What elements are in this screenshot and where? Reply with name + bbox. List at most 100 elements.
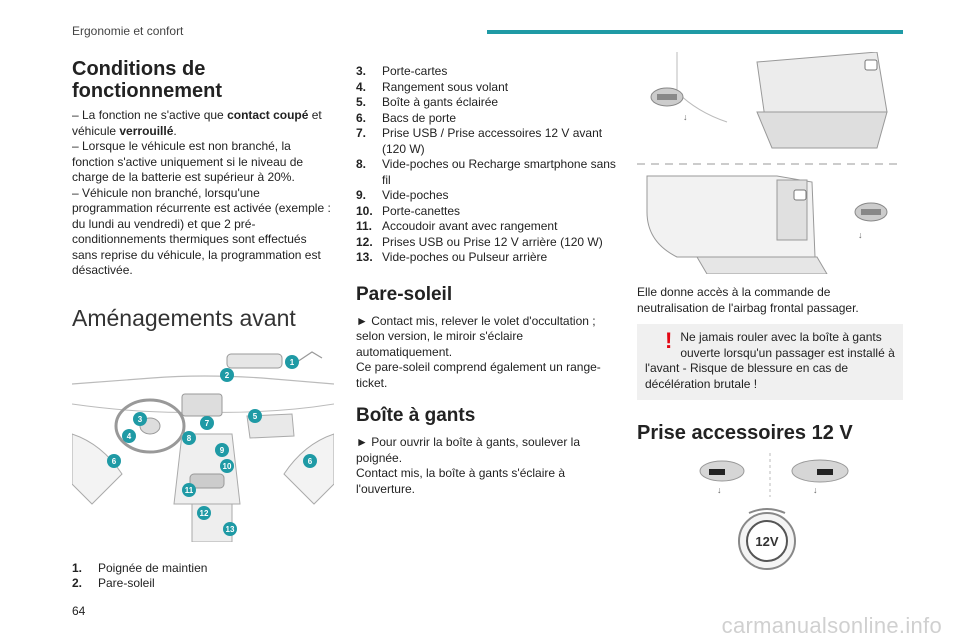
callout-4 (122, 428, 136, 443)
list-item: 8. Vide-poches ou Recharge smartphone san… (356, 157, 618, 188)
prise-title: Prise accessoires 12 V (637, 422, 853, 444)
conditions-p2: – Lorsque le véhicule est non branché, l… (72, 139, 304, 184)
steering-wheel-icon: ↓ (791, 459, 849, 495)
steering-wheel-icon: ↓ (650, 87, 688, 122)
callout-6a (107, 453, 121, 468)
item-label: Vide-poches (382, 188, 449, 202)
item-number: 9. (356, 188, 367, 202)
warning-exclamation-icon: ! (665, 328, 673, 353)
pare-soleil-p1: ► Contact mis, relever le volet d'occult… (356, 313, 596, 359)
boite-gants-p2: Contact mis, la boîte à gants s'éclaire … (356, 466, 566, 496)
list-item: 4. Rangement sous volant (356, 80, 618, 96)
conditions-p3: – Véhicule non branché, lorsqu'une progr… (72, 185, 331, 278)
conditions-p1-text2: et véhicule (72, 108, 322, 138)
item-number: 11. (356, 219, 373, 233)
steering-wheel-icon: ↓ (699, 460, 745, 495)
item-label: Pare-soleil (98, 576, 155, 590)
warning-text: Ne jamais rouler avec la boîte à gants o… (645, 330, 895, 391)
conditions-title: Conditions de fonctionnement (72, 58, 222, 102)
item-number: 13. (356, 250, 373, 264)
item-label: Rangement sous volant (382, 79, 509, 94)
item-label: Vide-poches ou Recharge smartphone sans … (382, 157, 616, 187)
list-item: 11. Accoudoir avant avec rangement (356, 219, 618, 235)
item-label: Porte-cartes (382, 64, 448, 78)
item-label: Vide-poches ou Pulseur arrière (382, 250, 548, 264)
callout-label: 10 (223, 462, 232, 471)
conditions-p1-bold2: verrouillé (119, 123, 174, 138)
item-number: 10. (356, 203, 373, 218)
callout-label: 5 (253, 412, 258, 421)
callout-label: 2 (225, 371, 230, 380)
callout-label: 1 (290, 358, 295, 367)
item-number: 12. (356, 234, 373, 249)
item-number: 6. (356, 110, 367, 125)
front-interior-illustration: 1 2 3 4 5 6 6 7 8 9 10 11 12 13 (71, 350, 335, 542)
callout-13 (223, 521, 237, 536)
callout-label: 6 (112, 457, 117, 466)
list-item: 2. Pare-soleil (72, 576, 334, 592)
header-title: Ergonomie et confort (72, 24, 184, 38)
conditions-p1-bold: contact coupé (227, 108, 309, 122)
amenagements-list-part1: 1.Poignée de maintien 2. Pare-soleil (72, 561, 334, 592)
item-number: 8. (356, 157, 367, 171)
list-item: 7. Prise USB / Prise accessoires 12 V ava… (356, 126, 618, 157)
callout-2 (220, 367, 234, 382)
svg-text:↓: ↓ (813, 485, 818, 495)
callout-label: 6 (308, 457, 313, 466)
page-number: 64 (72, 604, 86, 618)
item-number: 4. (356, 79, 367, 94)
list-item: 6. Bacs de porte (356, 111, 618, 127)
svg-text:↓: ↓ (717, 485, 722, 495)
callout-1 (285, 354, 299, 369)
column-right: ↓ ↓ Elle donne accès à la commande de ne… (637, 51, 903, 578)
list-item: 3. Porte-cartes (356, 64, 618, 80)
svg-text:↓: ↓ (858, 230, 863, 240)
warning-box: ! Ne jamais rouler avec la boîte à gants… (637, 324, 903, 400)
callout-10 (220, 458, 234, 473)
steering-wheel-icon: ↓ (854, 202, 888, 240)
boite-gants-p3: Elle donne accès à la commande de neutra… (637, 285, 859, 315)
pare-soleil-p2: Ce pare-soleil comprend également un ran… (356, 360, 601, 390)
header-accent-bar (487, 30, 903, 34)
callout-7 (200, 415, 214, 430)
12v-socket-icon: 12V (738, 508, 796, 570)
callout-label: 11 (185, 486, 194, 495)
item-label: Boîte à gants éclairée (382, 95, 499, 109)
item-number: 2. (72, 576, 83, 590)
item-label: Porte-canettes (382, 203, 461, 218)
list-item: 1.Poignée de maintien (72, 561, 334, 577)
item-label: Accoudoir avant avec rangement (382, 219, 558, 233)
conditions-p1-text: – La fonction ne s'active que (72, 108, 228, 122)
item-label: Poignée de maintien (98, 560, 208, 575)
socket-label: 12V (755, 534, 778, 549)
pare-soleil-title: Pare-soleil (356, 283, 453, 305)
column-middle: 3. Porte-cartes 4. Rangement sous volant 5… (356, 58, 618, 497)
callout-11 (182, 482, 196, 497)
svg-text:↓: ↓ (683, 112, 688, 122)
conditions-p1: – La fonction ne s'active que contact co… (72, 108, 334, 139)
callout-12 (197, 505, 211, 520)
callout-label: 3 (138, 415, 143, 424)
amenagements-title: Aménagements avant (72, 304, 296, 331)
callout-9 (215, 442, 229, 457)
list-item: 10. Porte-canettes (356, 204, 618, 220)
callout-6b (303, 453, 317, 468)
item-number: 7. (356, 126, 367, 140)
callout-3 (133, 411, 147, 426)
callout-label: 7 (205, 419, 210, 428)
item-number: 3. (356, 64, 367, 78)
item-label: Prises USB ou Prise 12 V arrière (120 W) (382, 234, 603, 249)
callout-label: 13 (226, 525, 235, 534)
callout-5 (248, 408, 262, 423)
column-left: Conditions de fonctionnement – La foncti… (71, 58, 335, 592)
item-label: Bacs de porte (382, 110, 457, 125)
boite-gants-title: Boîte à gants (356, 405, 476, 426)
list-item: 13. Vide-poches ou Pulseur arrière (356, 250, 618, 266)
item-label: Prise USB / Prise accessoires 12 V avant… (382, 126, 603, 156)
boite-gants-p1: ► Pour ouvrir la boîte à gants, soulever… (356, 435, 580, 465)
amenagements-list-part2: 3. Porte-cartes 4. Rangement sous volant 5… (356, 64, 618, 266)
callout-label: 4 (127, 432, 132, 441)
conditions-p1-end: . (173, 123, 177, 138)
glovebox-illustration: ↓ ↓ (637, 51, 903, 275)
item-number: 5. (356, 95, 367, 109)
